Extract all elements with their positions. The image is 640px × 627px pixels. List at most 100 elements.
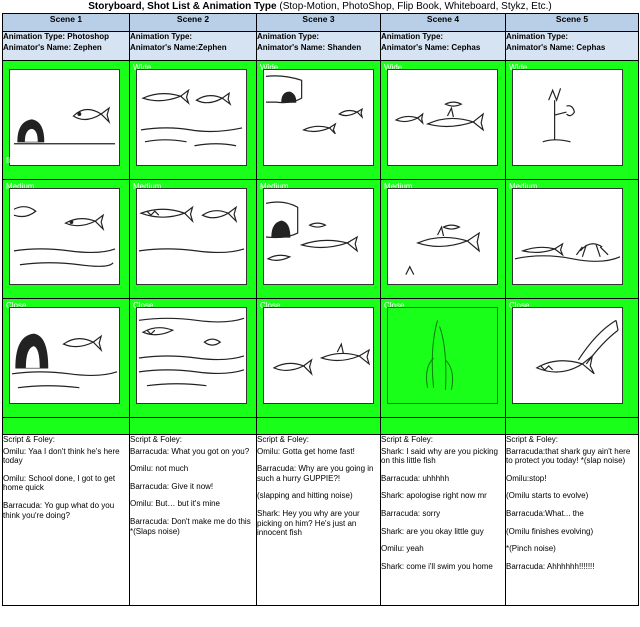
script-line: Omilu: But… but it's mine [130,499,221,509]
script-line: Barracuda: Give it now! [130,481,214,491]
scene-5-wide-shot: Wide [505,60,639,180]
script-line: Barracuda: What you got on you? [130,446,250,456]
scene-5-script: Script & Foley: Barracuda:that shark guy… [505,434,639,606]
scene-2-close-shot: Close [129,298,257,418]
script-line: Barracuda: sorry [381,508,441,518]
script-line: (Omilu starts to evolve) [506,491,589,501]
storyboard-sketch [9,188,120,285]
scene-3-medium-shot: Medium [256,179,381,299]
scene-4-medium-shot: Medium [380,179,506,299]
shot-label: Close [133,301,154,310]
scene-5-close-shot: Close [505,298,639,418]
storyboard-sketch [9,307,120,404]
shot-label: Wide [260,63,279,72]
animator-name: Animator's Name: Zephen [3,42,102,52]
script-line: Omilu: School done, I got to get home qu… [3,473,116,493]
storyboard-sketch [263,307,374,404]
script-line: (Omilu finishes evolving) [506,526,594,536]
scene-1-script: Script & Foley: Omilu: Yaa I don't think… [2,434,130,606]
wide-shot-row: finderWide Wide Wide [2,60,639,180]
shot-label: Close [260,301,281,310]
scene-4-script: Script & Foley: Shark: I said why are yo… [380,434,506,606]
shot-label: Medium [509,182,538,191]
storyboard-sketch [512,307,623,404]
scene-4-info: Animation Type:Animator's Name: Cephas [380,31,506,61]
scene-5-medium-shot: Medium [505,179,639,299]
script-line: Barracuda: Don't make me do this *(Slaps… [130,516,251,536]
animation-type: Animation Type: [257,32,320,42]
scene-2-wide-shot: Wide [129,60,257,180]
script-line: Barracuda: Yo gup what do you think you'… [3,500,115,520]
scene-4-close-shot: Close [380,298,506,418]
scene-5-info: Animation Type:Animator's Name: Cephas [505,31,639,61]
script-heading: Script & Foley: [381,435,434,445]
shot-label: Close [6,301,27,310]
shot-label: Medium [6,182,35,191]
script-line: Omilu: Gotta get home fast! [257,446,355,456]
scene-2-info: Animation Type:Animator's Name:Zephen [129,31,257,61]
script-heading: Script & Foley: [506,435,559,445]
animation-type: Animation Type: [130,32,193,42]
script-line: Omilu:stop! [506,473,547,483]
storyboard-sketch [512,188,623,285]
shot-label: Close [384,301,405,310]
scene-1-medium-shot: Medium [2,179,130,299]
animation-type: Animation Type: [381,32,444,42]
scene-2-header: Scene 2 [129,13,257,32]
scene-3-wide-shot: Wide [256,60,381,180]
storyboard-sketch [263,69,374,166]
storyboard-sketch [136,188,247,285]
script-line: Barracuda:What... the [506,508,584,518]
shot-label: Medium [260,182,289,191]
storyboard-sketch [9,69,120,166]
page-title: Storyboard, Shot List & Animation Type (… [0,0,640,13]
title-subtitle: (Stop-Motion, PhotoShop, Flip Book, Whit… [279,1,552,12]
script-line: Omilu: yeah [381,544,424,554]
shot-label: Wide [384,63,403,72]
scene-5-header: Scene 5 [505,13,639,32]
medium-shot-row: Medium Medium Me [2,179,639,299]
script-line: (slapping and hitting noise) [257,491,353,501]
scene-2-medium-shot: Medium [129,179,257,299]
script-line: Omilu: not much [130,464,189,474]
title-main: Storyboard, Shot List & Animation Type [88,1,277,12]
script-line: Barracuda:that shark guy ain't here to p… [506,446,631,466]
scene-3-script: Script & Foley: Omilu: Gotta get home fa… [256,434,381,606]
scene-3-header: Scene 3 [256,13,381,32]
script-line: Shark: come i'll swim you home [381,561,493,571]
script-line: Barracuda: uhhhhh [381,473,450,483]
scene-4-header: Scene 4 [380,13,506,32]
scene-1-header: Scene 1 [2,13,130,32]
animator-name: Animator's Name:Zephen [130,42,227,52]
animator-name: Animator's Name: Cephas [381,42,481,52]
shot-label: Wide [509,63,528,72]
storyboard-table: Scene 1 Scene 2 Scene 3 Scene 4 Scene 5 … [2,13,639,606]
close-shot-row: Close Close Clos [2,298,639,418]
script-line: *(Pinch noise) [506,544,556,554]
scene-1-close-shot: Close [2,298,130,418]
scene-3-info: Animation Type:Animator's Name: Shanden [256,31,381,61]
storyboard-sketch [136,307,247,404]
storyboard-sketch [136,69,247,166]
script-line: Barracuda: Ahhhhhh!!!!!!! [506,561,595,571]
shot-label: Close [509,301,530,310]
script-row: Script & Foley: Omilu: Yaa I don't think… [2,434,639,606]
animation-type: Animation Type: [506,32,569,42]
animation-type: Animation Type: Photoshop [3,32,110,42]
storyboard-sketch [263,188,374,285]
animator-name: Animator's Name: Cephas [506,42,606,52]
scene-4-wide-shot: Wide [380,60,506,180]
script-line: Omilu: Yaa I don't think he's here today [3,446,120,466]
shot-label: Medium [133,182,162,191]
scene-1-wide-shot: finderWide [2,60,130,180]
script-line: Shark: I said why are you picking on thi… [381,446,498,466]
shot-note: finderWide [6,156,45,165]
scene-3-close-shot: Close [256,298,381,418]
storyboard-sketch [387,69,498,166]
script-line: Shark: Hey you why are your picking on h… [257,508,360,538]
script-line: Shark: are you okay little guy [381,526,484,536]
script-heading: Script & Foley: [257,435,310,445]
storyboard-sketch [387,307,498,404]
